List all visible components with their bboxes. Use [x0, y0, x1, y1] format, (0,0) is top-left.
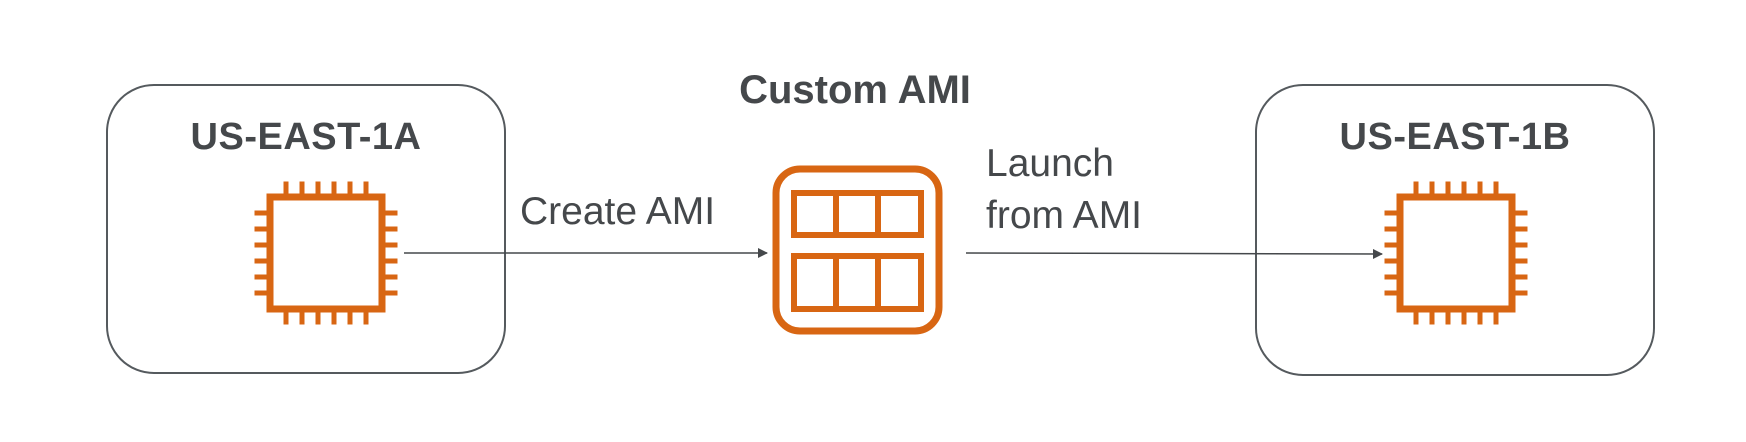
- create-ami-label: Create AMI: [520, 190, 716, 233]
- launch-from-ami-arrow: [965, 248, 1383, 259]
- availability-zone-target-box: US-EAST-1B: [1255, 84, 1655, 376]
- ec2-instance-icon: [254, 181, 398, 325]
- launch-label-line1: Launch: [986, 142, 1114, 185]
- availability-zone-source-box: US-EAST-1A: [106, 84, 506, 374]
- ami-icon: [772, 165, 943, 335]
- zone-title-target: US-EAST-1B: [1339, 116, 1571, 158]
- launch-label-line2: from AMI: [986, 194, 1143, 237]
- ami-title: Custom AMI: [739, 68, 971, 112]
- ec2-instance-icon: [1384, 181, 1528, 325]
- zone-title-source: US-EAST-1A: [190, 116, 422, 158]
